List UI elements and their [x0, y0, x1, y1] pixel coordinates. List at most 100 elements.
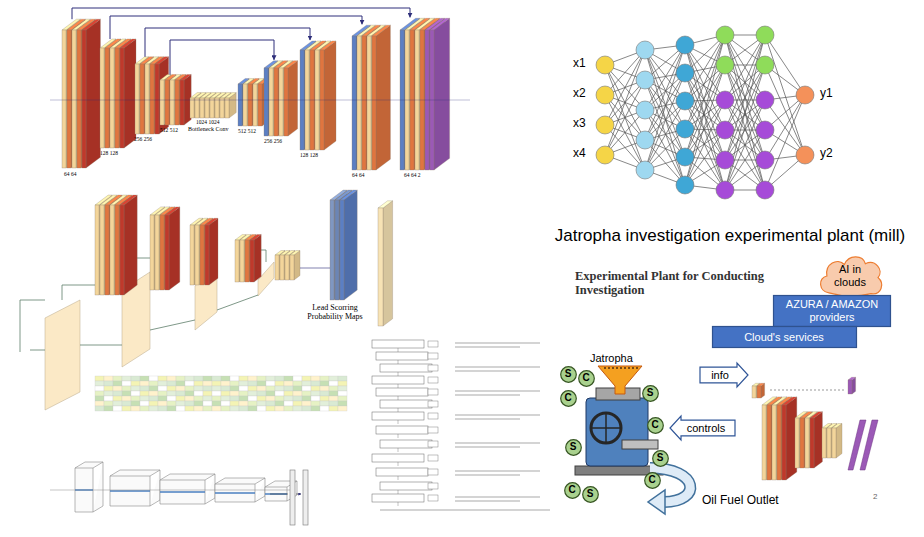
flow-box — [428, 455, 438, 461]
layer-side — [852, 377, 856, 394]
channel-count: 512 512 — [238, 128, 256, 134]
table-cell — [185, 376, 194, 381]
table-cell — [113, 381, 122, 386]
flow-box — [376, 468, 428, 476]
table-cell — [230, 396, 239, 401]
layer-side — [826, 424, 832, 459]
neuron — [716, 121, 734, 139]
table-cell — [221, 401, 230, 406]
layer-top — [832, 424, 842, 429]
table-cell — [338, 391, 347, 396]
layer-front — [77, 30, 81, 168]
table-cell — [113, 386, 122, 391]
layer-front — [195, 98, 199, 118]
layer-top — [430, 18, 450, 30]
table-cell — [140, 396, 149, 401]
layer-front — [243, 84, 247, 126]
table-cell — [302, 396, 311, 401]
circle-outline — [582, 486, 598, 502]
layer-top — [782, 397, 797, 405]
table-cell — [185, 396, 194, 401]
table-cell — [149, 381, 158, 386]
layer-side — [814, 412, 822, 468]
table-cell — [158, 396, 167, 401]
layer-front — [105, 48, 109, 148]
table-cell — [248, 401, 257, 406]
table-cell — [212, 396, 221, 401]
layer-front — [330, 200, 334, 300]
input-name: x4 — [573, 147, 586, 161]
layer-side — [376, 25, 390, 170]
table-cell — [158, 376, 167, 381]
table-cell — [275, 391, 284, 396]
table-cell — [320, 406, 329, 411]
table-cell — [176, 396, 185, 401]
table-cell — [131, 386, 140, 391]
table-cell — [194, 406, 203, 411]
feature-panel — [45, 300, 80, 410]
flow-connector — [398, 408, 399, 412]
table-cell — [230, 376, 239, 381]
layer-top — [757, 383, 765, 386]
flow-connector — [398, 502, 399, 506]
layer-front — [777, 405, 781, 480]
neuron — [676, 36, 694, 54]
table-cell — [257, 401, 266, 406]
table-cell — [266, 376, 275, 381]
sensor-circle: C — [578, 370, 595, 387]
input-name: x1 — [573, 57, 586, 71]
table-cell — [122, 376, 131, 381]
neural-network — [596, 26, 814, 199]
layer-side — [344, 190, 357, 300]
pipeline-band — [215, 492, 255, 494]
layer-front — [95, 205, 99, 295]
text-stroke — [455, 418, 520, 419]
layer-top — [810, 412, 822, 418]
skip-connection — [72, 8, 410, 19]
table-cell — [221, 406, 230, 411]
table-cell — [302, 381, 311, 386]
table-cell — [122, 381, 131, 386]
data-flow-line — [62, 285, 100, 300]
circle-outline — [578, 370, 594, 386]
layer-front — [832, 428, 836, 458]
table-cell — [320, 401, 329, 406]
node-text: info — [711, 369, 737, 382]
table-cell — [293, 381, 302, 386]
table-cell — [113, 396, 122, 401]
output-layer — [860, 420, 878, 470]
layer-side — [194, 218, 203, 285]
input-name: x3 — [573, 117, 586, 131]
layer-front — [264, 68, 268, 136]
layer-side — [149, 57, 159, 134]
table-cell — [284, 376, 293, 381]
neuron — [796, 86, 814, 104]
table-cell — [266, 381, 275, 386]
table-cell — [158, 391, 167, 396]
text-stroke — [455, 370, 520, 371]
layer-front — [100, 48, 104, 148]
channel-count: 64 64 2 — [404, 172, 421, 178]
layer-front — [752, 386, 756, 398]
box-outline — [712, 327, 856, 348]
layer-front — [155, 215, 159, 290]
layer-front — [827, 428, 831, 458]
table-cell — [203, 386, 212, 391]
pipeline-box — [75, 462, 103, 512]
table-cell — [230, 381, 239, 386]
table-cell — [338, 396, 347, 401]
node-text: S — [647, 387, 654, 399]
diagram-title: Jatropha investigation experimental plan… — [549, 226, 911, 246]
outlet-label: Oil Fuel Outlet — [702, 494, 779, 508]
table-cell — [266, 386, 275, 391]
table-cell — [149, 396, 158, 401]
table-cell — [311, 406, 320, 411]
table-cell — [167, 401, 176, 406]
layer-front — [150, 215, 154, 290]
table-cell — [257, 396, 266, 401]
neuron — [636, 161, 654, 179]
table-cell — [275, 376, 284, 381]
text-stroke — [455, 366, 540, 367]
neuron — [596, 146, 614, 164]
table-cell — [266, 401, 275, 406]
